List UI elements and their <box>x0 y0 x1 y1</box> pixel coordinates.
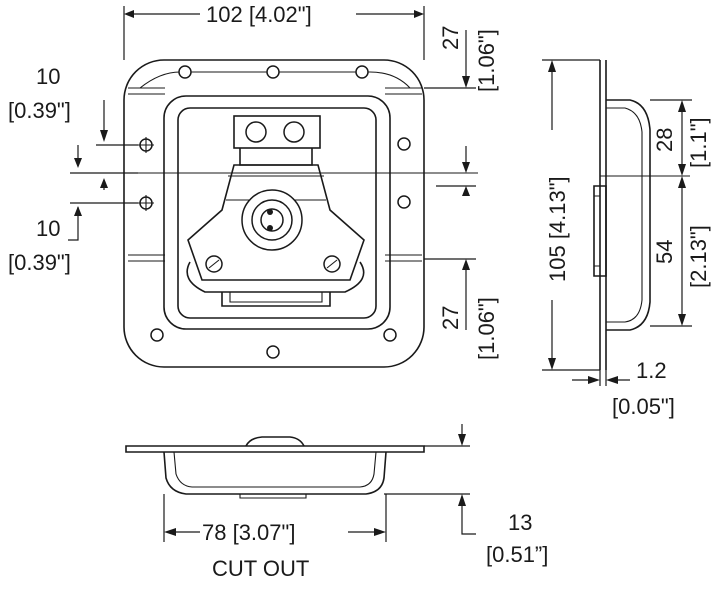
hinge-pin <box>245 121 267 143</box>
side-latch-detail <box>594 195 600 267</box>
hinge-block <box>233 115 321 149</box>
latch-bar <box>221 292 331 307</box>
rivet-right-mark <box>326 259 338 269</box>
hole-upper-in: [0.39"] <box>8 98 71 123</box>
flange-outline <box>123 59 425 368</box>
mounting-hole <box>383 328 397 342</box>
thickness-dimension: 1.2 [0.05"] <box>572 358 675 419</box>
key-cylinder-inner <box>260 208 284 232</box>
mounting-hole <box>178 65 192 79</box>
mounting-hole <box>397 137 411 151</box>
side-view <box>593 60 690 370</box>
dish-inner <box>177 107 377 319</box>
depth-mm: 13 <box>508 510 532 535</box>
bottom-view <box>125 436 425 499</box>
bottom-latch-top <box>245 436 305 447</box>
hole-lower-mm: 10 <box>36 216 60 241</box>
flange-side-notch-left <box>128 254 165 262</box>
flange-side-notch-right <box>385 254 422 262</box>
width-label: 102 [4.02"] <box>206 2 312 27</box>
side-latch <box>593 185 607 277</box>
bottom-latch-foot <box>239 494 307 499</box>
side-28-mm: 28 <box>652 128 677 152</box>
cutout-dimension: 78 [3.07"] CUT OUT <box>163 494 387 581</box>
latch-body <box>187 164 365 281</box>
left-center-gap-dimension <box>70 145 138 190</box>
side-28-in: [1.1"] <box>686 117 711 168</box>
flange-top-notch-right <box>385 87 422 95</box>
hinge-pin <box>283 121 305 143</box>
mounting-hole <box>266 65 280 79</box>
top-offset-in: [1.06"] <box>474 29 499 92</box>
depth-dimension: 13 [0.51”] <box>384 424 548 567</box>
side-dish-inner <box>606 107 643 323</box>
bottom-offset-mm: 27 <box>438 306 463 330</box>
mounting-hole <box>266 345 280 359</box>
hole-lower-in: [0.39"] <box>8 250 71 275</box>
hole-upper-mm: 10 <box>36 64 60 89</box>
depth-in: [0.51”] <box>486 542 548 567</box>
latch-ring <box>186 261 365 293</box>
rivet-left-mark <box>208 259 220 269</box>
top-offset-dimension: 27 [1.06"] <box>424 26 499 92</box>
bottom-offset-dimension: 27 [1.06"] <box>424 258 499 360</box>
bottom-flange <box>125 445 425 453</box>
dish-outer <box>163 95 391 330</box>
height-dimension: 105 [4.13"] <box>542 59 600 371</box>
mounting-hole <box>150 328 164 342</box>
width-dimension: 102 [4.02"] <box>123 2 425 60</box>
side-dish <box>606 99 651 331</box>
left-hole-upper-crosshair <box>138 137 154 153</box>
height-label: 105 [4.13"] <box>545 176 570 282</box>
top-offset-mm: 27 <box>438 26 463 50</box>
latch-bar-inner <box>229 292 323 303</box>
side-plate <box>599 60 607 370</box>
cutout-width-label: 78 [3.07"] <box>202 520 295 545</box>
side-54-mm: 54 <box>652 240 677 264</box>
side-54-dimension: 54 [2.13"] <box>650 176 711 327</box>
left-upper-hole-dimension: 10 [0.39"] <box>8 64 138 146</box>
mounting-hole <box>397 195 411 209</box>
bottom-offset-in: [1.06"] <box>474 297 499 360</box>
center-gap-dimension <box>436 146 476 196</box>
cutout-label: CUT OUT <box>212 556 309 581</box>
bottom-dish-inner <box>173 451 377 488</box>
thickness-mm: 1.2 <box>636 358 667 383</box>
left-hole-lower-crosshair <box>138 195 154 211</box>
side-54-in: [2.13"] <box>686 225 711 288</box>
mounting-hole <box>355 65 369 79</box>
hinge-neck <box>239 148 313 166</box>
key-cylinder-dot <box>267 209 273 215</box>
thickness-in: [0.05"] <box>612 394 675 419</box>
key-cylinder-dot <box>267 225 273 231</box>
left-lower-hole-dimension: 10 [0.39"] <box>8 202 138 275</box>
side-28-dimension: 28 [1.1"] <box>650 99 711 176</box>
bottom-dish <box>163 451 387 495</box>
flange-top-notch-left <box>128 87 165 95</box>
front-view <box>72 59 478 368</box>
